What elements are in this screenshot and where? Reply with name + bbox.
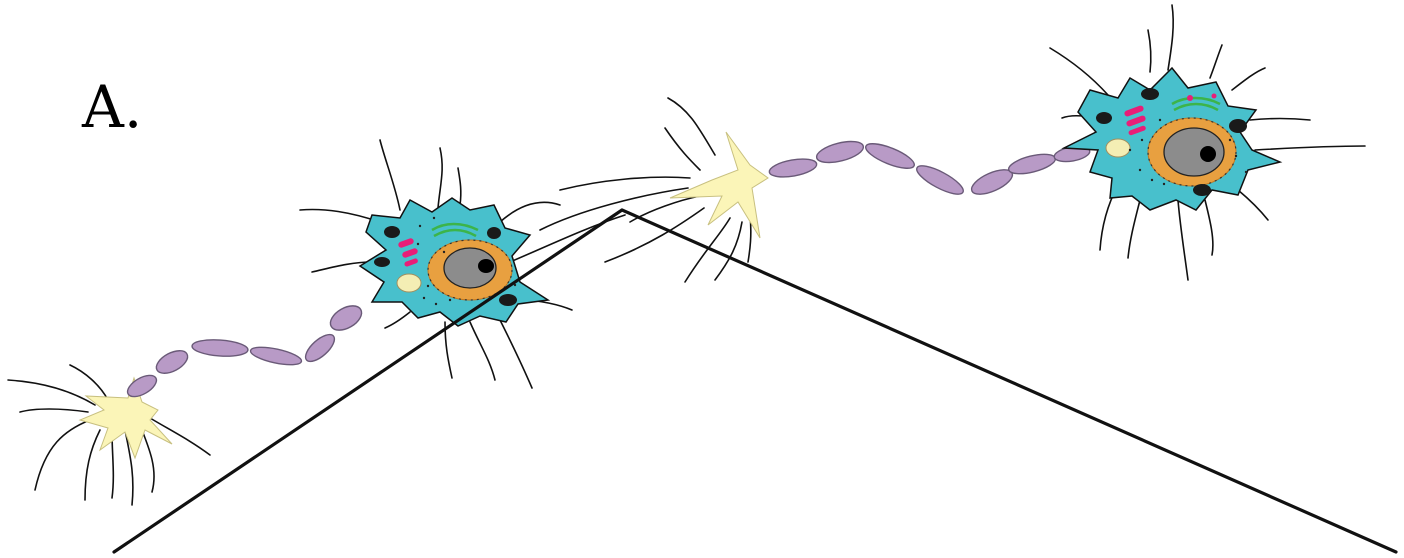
axon-terminal-left (8, 365, 210, 505)
myelinated-axon-right (768, 137, 1091, 199)
vesicle-left (397, 274, 421, 292)
myelinated-axon-left (124, 301, 366, 401)
axon-terminal-middle (540, 98, 768, 282)
nucleolus-right (1200, 146, 1216, 162)
zoom-lines (114, 210, 1396, 552)
cell-body-right (1050, 5, 1365, 280)
nucleolus-left (478, 259, 494, 273)
vesicle-right (1106, 139, 1130, 157)
cell-body-left (300, 140, 625, 388)
zoom-line-right (622, 210, 1396, 552)
